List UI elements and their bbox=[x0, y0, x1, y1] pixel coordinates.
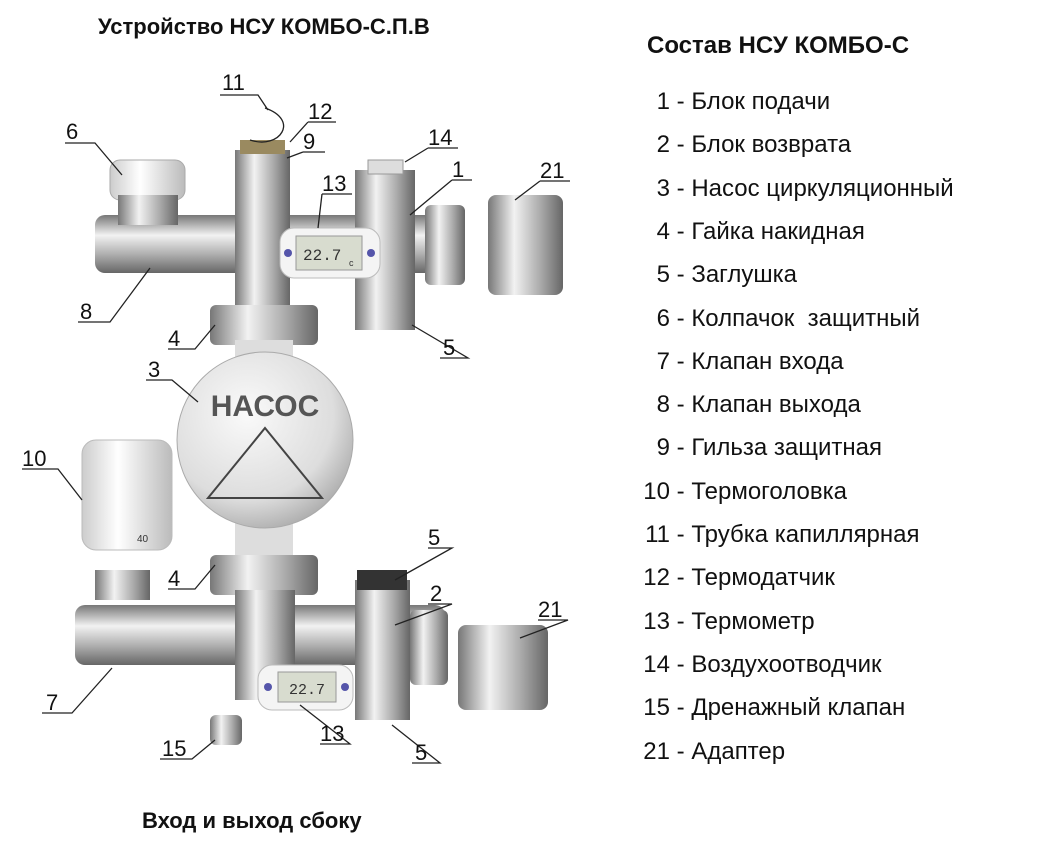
legend-number: 4 bbox=[656, 217, 670, 245]
callout-10: 10 bbox=[22, 446, 46, 471]
callout-12: 12 bbox=[308, 99, 332, 124]
legend-item: 10 - Термоголовка bbox=[600, 478, 847, 506]
legend-separator: - bbox=[670, 88, 692, 115]
legend-number: 6 bbox=[656, 304, 670, 332]
legend-item: 14 - Воздухоотводчик bbox=[600, 650, 882, 679]
callout-2: 2 bbox=[430, 581, 442, 606]
legend-separator: - bbox=[670, 174, 692, 202]
thermometer-unit: c bbox=[349, 258, 354, 268]
composition-title: Состав НСУ КОМБО-С bbox=[647, 32, 910, 59]
legend-item: 1 - Блок подачи bbox=[600, 88, 831, 116]
pump-label: НАСОС bbox=[211, 390, 320, 423]
thermohead-scale: 40 bbox=[137, 534, 149, 545]
legend-text: Заглушка bbox=[691, 261, 798, 289]
legend-separator: - bbox=[670, 564, 692, 592]
legend-item: 6 - Колпачок защитный bbox=[600, 305, 920, 333]
thermometer-upper: 22.7 c bbox=[279, 227, 381, 279]
legend-number: 15 bbox=[643, 694, 670, 722]
callout-5b: 5 bbox=[428, 525, 440, 550]
callout-15: 15 bbox=[162, 736, 186, 761]
thermometer-lower: 22.7 bbox=[257, 664, 354, 711]
legend-number: 2 bbox=[656, 131, 670, 159]
legend-text: Клапан выхода bbox=[691, 391, 861, 419]
thermometer-reading-lower: 22.7 bbox=[289, 682, 325, 699]
pump: НАСОС bbox=[176, 340, 354, 560]
legend-text: Гайка накидная bbox=[691, 217, 865, 245]
legend-text: Гильза защитная bbox=[691, 434, 883, 462]
legend-separator: - bbox=[670, 737, 692, 765]
legend-number: 12 bbox=[643, 564, 670, 592]
callout-21b: 21 bbox=[538, 597, 562, 622]
legend-number: 7 bbox=[656, 347, 670, 375]
callout-21: 21 bbox=[540, 158, 564, 183]
callout-8: 8 bbox=[80, 299, 92, 324]
legend-number: 9 bbox=[656, 434, 670, 462]
legend-item: 3 - Насос циркуляционный bbox=[600, 175, 954, 203]
callout-4b: 4 bbox=[168, 566, 180, 591]
callout-11: 11 bbox=[222, 70, 245, 95]
legend-text: Воздухоотводчик bbox=[691, 650, 882, 678]
thermometer-reading: 22.7 bbox=[303, 247, 341, 265]
bottom-caption: Вход и выход сбоку bbox=[142, 808, 362, 833]
legend-separator: - bbox=[670, 434, 692, 462]
callout-1: 1 bbox=[452, 157, 464, 182]
legend-number: 3 bbox=[656, 174, 670, 202]
legend-text: Дренажный клапан bbox=[691, 694, 906, 722]
callout-5c: 5 bbox=[415, 740, 427, 765]
legend-item: 4 - Гайка накидная bbox=[600, 218, 865, 246]
legend-separator: - bbox=[670, 391, 692, 419]
legend-text: Термометр bbox=[691, 607, 815, 635]
legend-text: Термодатчик bbox=[691, 564, 835, 592]
callouts: 11 12 9 6 14 1 13 21 8 4 5 3 10 5 4 2 21… bbox=[22, 70, 570, 765]
legend-separator: - bbox=[670, 304, 692, 332]
callout-14: 14 bbox=[428, 125, 452, 150]
legend-text: Блок возврата bbox=[691, 131, 852, 159]
legend-separator: - bbox=[670, 521, 692, 548]
legend-text: Термоголовка bbox=[691, 477, 847, 505]
legend-item: 15 - Дренажный клапан bbox=[600, 694, 905, 722]
legend-item: 9 - Гильза защитная bbox=[600, 434, 882, 462]
legend-separator: - bbox=[670, 650, 692, 678]
callout-3: 3 bbox=[148, 357, 160, 382]
legend-text: Насос циркуляционный bbox=[691, 174, 954, 202]
legend-number: 14 bbox=[643, 650, 670, 678]
callout-7: 7 bbox=[46, 690, 58, 715]
legend-text: Клапан входа bbox=[691, 347, 844, 375]
legend-item: 13 - Термометр bbox=[600, 607, 815, 636]
legend-item: 12 - Термодатчик bbox=[600, 564, 835, 592]
legend-item: 21 - Адаптер bbox=[600, 738, 785, 766]
legend-item: 2 - Блок возврата bbox=[600, 131, 852, 159]
callout-5: 5 bbox=[443, 335, 455, 360]
legend-item: 7 - Клапан входа bbox=[600, 348, 844, 376]
legend-separator: - bbox=[670, 694, 692, 722]
legend-text: Колпачок защитный bbox=[691, 304, 921, 332]
legend-number: 11 bbox=[645, 521, 670, 548]
legend-item: 11 - Трубка капиллярная bbox=[600, 521, 920, 549]
legend-item: 8 - Клапан выхода bbox=[600, 391, 861, 419]
callout-4: 4 bbox=[168, 326, 180, 351]
callout-13: 13 bbox=[322, 171, 346, 196]
legend-number: 21 bbox=[643, 737, 670, 765]
legend-number: 13 bbox=[643, 607, 670, 635]
legend-text: Блок подачи bbox=[691, 88, 831, 115]
legend-number: 10 bbox=[643, 477, 670, 505]
device-title: Устройство НСУ КОМБО-С.П.В bbox=[98, 14, 430, 39]
legend-number: 1 bbox=[656, 88, 670, 115]
legend-separator: - bbox=[670, 477, 692, 505]
legend-separator: - bbox=[670, 217, 692, 245]
callout-9: 9 bbox=[303, 129, 315, 154]
legend-text: Адаптер bbox=[691, 737, 786, 765]
callout-13b: 13 bbox=[320, 721, 344, 746]
device-illustration: 22.7 c НАСОС 40 22.7 11 12 9 6 14 1 13 2… bbox=[22, 70, 570, 765]
legend-item: 5 - Заглушка bbox=[600, 261, 797, 289]
legend-separator: - bbox=[670, 261, 692, 289]
legend-separator: - bbox=[670, 607, 692, 635]
legend-text: Трубка капиллярная bbox=[691, 521, 920, 548]
legend-number: 8 bbox=[656, 391, 670, 419]
callout-6: 6 bbox=[66, 119, 78, 144]
legend-separator: - bbox=[670, 131, 692, 159]
legend-separator: - bbox=[670, 347, 692, 375]
legend-number: 5 bbox=[656, 261, 670, 289]
